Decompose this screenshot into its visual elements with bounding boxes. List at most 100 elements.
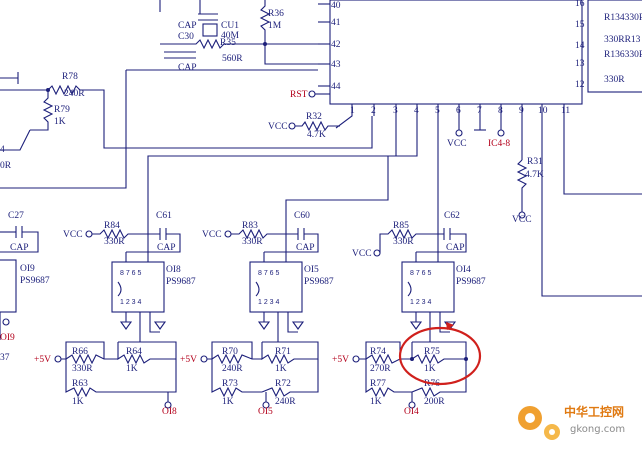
r136-label: R136330R: [604, 50, 642, 60]
r77-label: R77: [370, 379, 386, 389]
output-network-oi8: +5V R66 330R R64 1K R63 1K OI8: [34, 340, 177, 417]
opto-block-oi5: VCC R83 330R C60 CAP 8 7 6 5 1 2 3 4 OI5…: [202, 211, 334, 340]
cap-top2: CAP: [178, 63, 196, 73]
r66-value: 330R: [72, 364, 93, 374]
plus5v-c: +5V: [332, 355, 349, 365]
main-ic-bottom-pins: 1 2 3 4 5 6 7 8 9 10 11: [350, 106, 570, 116]
pin-41: 41: [331, 18, 341, 28]
pin-44: 44: [331, 82, 341, 92]
vcc-label-a: VCC: [63, 230, 83, 240]
opto-pins-bot-c: 1 2 3 4: [410, 299, 432, 306]
left-37-label: 37: [0, 353, 10, 363]
opto-pins-top-a: 8 7 6 5: [120, 270, 142, 277]
r77-value: 1K: [370, 397, 382, 407]
pin-42: 42: [331, 40, 341, 50]
r84-label: R84: [104, 221, 120, 231]
vcc-label-b: VCC: [202, 230, 222, 240]
r83-value: 330R: [242, 237, 263, 247]
vcc-label-pin6: VCC: [447, 139, 467, 149]
cap-c27: CAP: [10, 243, 28, 253]
r78-label: R78: [62, 72, 78, 82]
r64-value: 1K: [126, 364, 138, 374]
r74-value: 270R: [370, 364, 391, 374]
rst-label: RST: [290, 90, 308, 100]
left-0r-label: 0R: [0, 161, 12, 171]
vcc-label-r32: VCC: [268, 122, 288, 132]
cap-c62: CAP: [446, 243, 464, 253]
pin-10: 10: [538, 106, 548, 116]
pin-43: 43: [331, 60, 341, 70]
r73-value: 1K: [222, 397, 234, 407]
r72-value: 240R: [275, 397, 296, 407]
r79-value: 1K: [54, 117, 66, 127]
oi8-terminal: OI8: [162, 407, 177, 417]
r31-label: R31: [527, 157, 543, 167]
r66-label: R66: [72, 347, 88, 357]
watermark-logo: 中华工控网 gkong.com: [518, 404, 625, 440]
r75-label: R75: [424, 347, 440, 357]
oi8-label: OI8: [166, 265, 181, 275]
plus5v-a: +5V: [34, 355, 51, 365]
oi9-terminal: OI9: [0, 333, 15, 343]
cu1-label: CU1: [221, 21, 239, 31]
r71-label: R71: [275, 347, 291, 357]
r36-value: 1M: [268, 21, 282, 31]
cap-top1: CAP: [178, 21, 196, 31]
r35-label: R35: [220, 38, 236, 48]
oi4-terminal: OI4: [404, 407, 419, 417]
opto-pins-bot-b: 1 2 3 4: [258, 299, 280, 306]
rst-terminal: [308, 90, 316, 98]
r134-label: R134330R: [604, 13, 642, 23]
opto-block-oi8: VCC R84 330R C61 CAP 8 7 6 5 1 2 3 4 OI8…: [63, 211, 196, 340]
right-pin-15: 15: [575, 20, 585, 30]
vcc-label-r31: VCC: [512, 215, 532, 225]
opto-pins-bot-a: 1 2 3 4: [120, 299, 142, 306]
watermark-cn: 中华工控网: [564, 404, 624, 419]
oi5-label: OI5: [304, 265, 319, 275]
cu1-value: 40M: [221, 31, 240, 41]
r63-label: R63: [72, 379, 88, 389]
output-network-oi5: +5V R70 240R R71 1K R73 1K R72 240R OI5: [180, 340, 319, 417]
c61-label: C61: [156, 211, 172, 221]
highlight-arrow: [446, 322, 454, 330]
r72-label: R72: [275, 379, 291, 389]
right-pin-13: 13: [575, 59, 585, 69]
c62-label: C62: [444, 211, 460, 221]
c60-label: C60: [294, 211, 310, 221]
r64-label: R64: [126, 347, 142, 357]
right-pin-12: 12: [575, 80, 585, 90]
right-res-value: 330R: [604, 75, 625, 85]
pin-40: 40: [331, 1, 341, 11]
left-4-label: 4: [0, 145, 5, 155]
watermark-en: gkong.com: [570, 424, 625, 435]
ps9687-2: PS9687: [166, 277, 196, 287]
c30-label: C30: [178, 32, 194, 42]
oi4-label: OI4: [456, 265, 471, 275]
r83-label: R83: [242, 221, 258, 231]
r78-value: 240R: [64, 89, 85, 99]
r32-value: 4.7K: [307, 130, 326, 140]
r74-label: R74: [370, 347, 386, 357]
r35-value: 560R: [222, 54, 243, 64]
cap-c61: CAP: [157, 243, 175, 253]
r73-label: R73: [222, 379, 238, 389]
pin-11: 11: [561, 106, 570, 116]
opto-block-oi4: VCC R85 330R C62 CAP 8 7 6 5 1 2 3 4 OI4…: [352, 211, 486, 340]
r85-label: R85: [393, 221, 409, 231]
r70-value: 240R: [222, 364, 243, 374]
ps9687-3: PS9687: [304, 277, 334, 287]
r32-label: R32: [306, 112, 322, 122]
highlight-ellipse: [398, 326, 482, 386]
opto-pins-top-c: 8 7 6 5: [410, 270, 432, 277]
r31-value: 4.7K: [525, 170, 544, 180]
vcc-label-c: VCC: [352, 249, 372, 259]
r36-label: R36: [268, 9, 284, 19]
ps9687-4: PS9687: [456, 277, 486, 287]
c27-label: C27: [8, 211, 24, 221]
r84-value: 330R: [104, 237, 125, 247]
right-pin-14: 14: [575, 41, 585, 51]
main-ic-body: [329, 0, 583, 105]
opto-pins-top-b: 8 7 6 5: [258, 270, 280, 277]
